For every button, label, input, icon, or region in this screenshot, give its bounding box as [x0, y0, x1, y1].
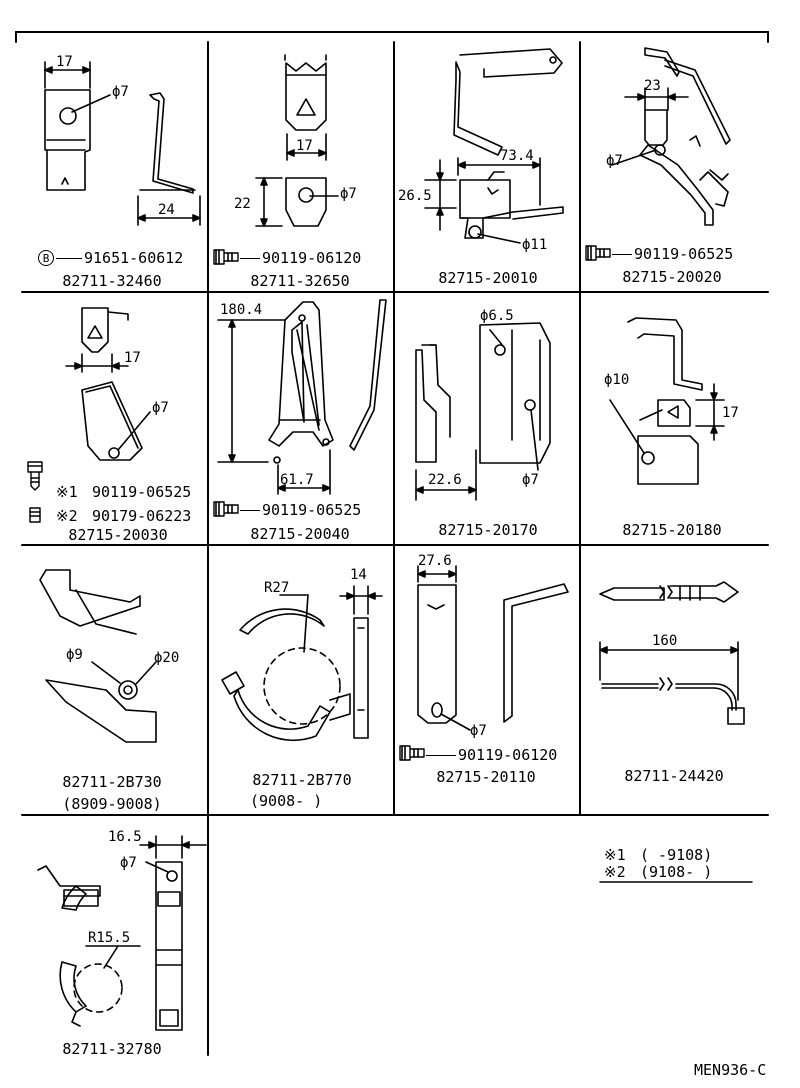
c3-part-number: 82715-20010	[438, 269, 538, 287]
note-1-mark: ※1	[604, 846, 626, 864]
grid-lines	[15, 31, 769, 1056]
cell-7-drawing	[415, 322, 551, 501]
c3-dim-height: 26.5	[398, 188, 432, 204]
c2-dim-hole: ϕ7	[340, 186, 357, 202]
c3-dim-width: 73.4	[500, 148, 534, 164]
cell-8-drawing	[609, 317, 725, 485]
note-2-range: (9108- )	[640, 863, 713, 881]
note-2-mark: ※2	[604, 863, 626, 881]
c4-dim-hole: ϕ7	[606, 153, 623, 169]
c6-dim-width: 61.7	[280, 472, 314, 488]
cell-4-drawing	[585, 47, 731, 261]
c6-fastener-ref: 90119-06525	[238, 501, 361, 519]
b-symbol-icon: B	[38, 250, 54, 266]
c10-dim-radius: R27	[264, 580, 290, 596]
leader-line	[240, 509, 260, 511]
c5-ref1-mark: ※1	[56, 483, 78, 501]
c13-part-number: 82711-32780	[62, 1040, 162, 1058]
c13-dim-hole: ϕ7	[120, 855, 137, 871]
cell-6-drawing	[213, 299, 387, 517]
c6-part-number: 82715-20040	[250, 525, 350, 543]
c1-dim-width: 17	[56, 54, 73, 70]
leader-line	[240, 257, 260, 259]
c13-dim-width: 16.5	[108, 829, 142, 845]
c1-fastener-ref: B 91651-60612	[38, 249, 183, 267]
c11-fastener-part: 90119-06120	[458, 746, 558, 764]
cell-5-drawing	[27, 307, 151, 523]
c9-date-range: (8909-9008)	[62, 795, 162, 813]
leader-line	[612, 253, 632, 255]
c9-part-number: 82711-2B730	[62, 773, 162, 791]
c4-fastener-ref: 90119-06525	[610, 245, 733, 263]
c7-part-number: 82715-20170	[438, 521, 538, 539]
c12-dim-length: 160	[652, 633, 678, 649]
c1-part-number: 82711-32460	[62, 272, 162, 290]
c11-dim-hole: ϕ7	[470, 723, 487, 739]
c8-dim-height: 17	[722, 405, 739, 421]
c4-part-number: 82715-20020	[622, 268, 722, 286]
leader-line	[56, 257, 82, 259]
cell-10-drawing	[221, 585, 383, 742]
cell-1-drawing	[44, 61, 201, 226]
c4-fastener-part: 90119-06525	[634, 245, 734, 263]
sheet-code: MEN936-C	[694, 1061, 767, 1079]
cell-3-drawing	[424, 48, 564, 244]
c2-dim-width: 17	[296, 138, 313, 154]
c1-fastener-part: 91651-60612	[84, 249, 184, 267]
c6-fastener-part: 90119-06525	[262, 501, 362, 519]
c7-dim-hole: ϕ7	[522, 472, 539, 488]
c10-date-range: (9008- )	[250, 792, 323, 810]
c8-dim-hole: ϕ10	[604, 372, 630, 388]
c7-dim-width: 22.6	[428, 472, 462, 488]
c2-fastener-ref: 90119-06120	[238, 249, 361, 267]
c4-dim-width: 23	[644, 78, 661, 94]
c10-part-number: 82711-2B770	[252, 771, 352, 789]
c11-part-number: 82715-20110	[436, 768, 536, 786]
c11-fastener-ref: 90119-06120	[424, 746, 557, 764]
note-1-range: ( -9108)	[640, 846, 713, 864]
cell-9-drawing	[39, 569, 157, 743]
c5-dim-hole: ϕ7	[152, 400, 169, 416]
c5-part-number: 82715-20030	[68, 526, 168, 544]
c8-part-number: 82715-20180	[622, 521, 722, 539]
c11-dim-width: 27.6	[418, 553, 452, 569]
c12-part-number: 82711-24420	[624, 767, 724, 785]
c10-dim-thickness: 14	[350, 567, 367, 583]
c9-dim-outer: ϕ20	[154, 650, 180, 666]
c2-part-number: 82711-32650	[250, 272, 350, 290]
c3-dim-hole: ϕ11	[522, 237, 548, 253]
c5-dim-width: 17	[124, 350, 141, 366]
cell-12-drawing	[599, 581, 745, 725]
c9-dim-inner: ϕ9	[66, 647, 83, 663]
c5-ref2-mark: ※2	[56, 507, 78, 525]
c5-ref2-part: 90179-06223	[92, 507, 192, 525]
c2-fastener-part: 90119-06120	[262, 249, 362, 267]
c7-dim-hole-top: ϕ6.5	[480, 308, 514, 324]
leader-line	[426, 754, 456, 756]
c5-ref1-part: 90119-06525	[92, 483, 192, 501]
cell-11-drawing	[399, 565, 569, 761]
c1-dim-hole: ϕ7	[112, 84, 129, 100]
c6-dim-height: 180.4	[220, 302, 263, 318]
c1-dim-depth: 24	[158, 202, 175, 218]
cell-2-drawing	[213, 54, 339, 265]
c2-dim-height: 22	[234, 196, 251, 212]
cell-13-drawing	[37, 835, 207, 1031]
c13-dim-radius: R15.5	[88, 930, 131, 946]
